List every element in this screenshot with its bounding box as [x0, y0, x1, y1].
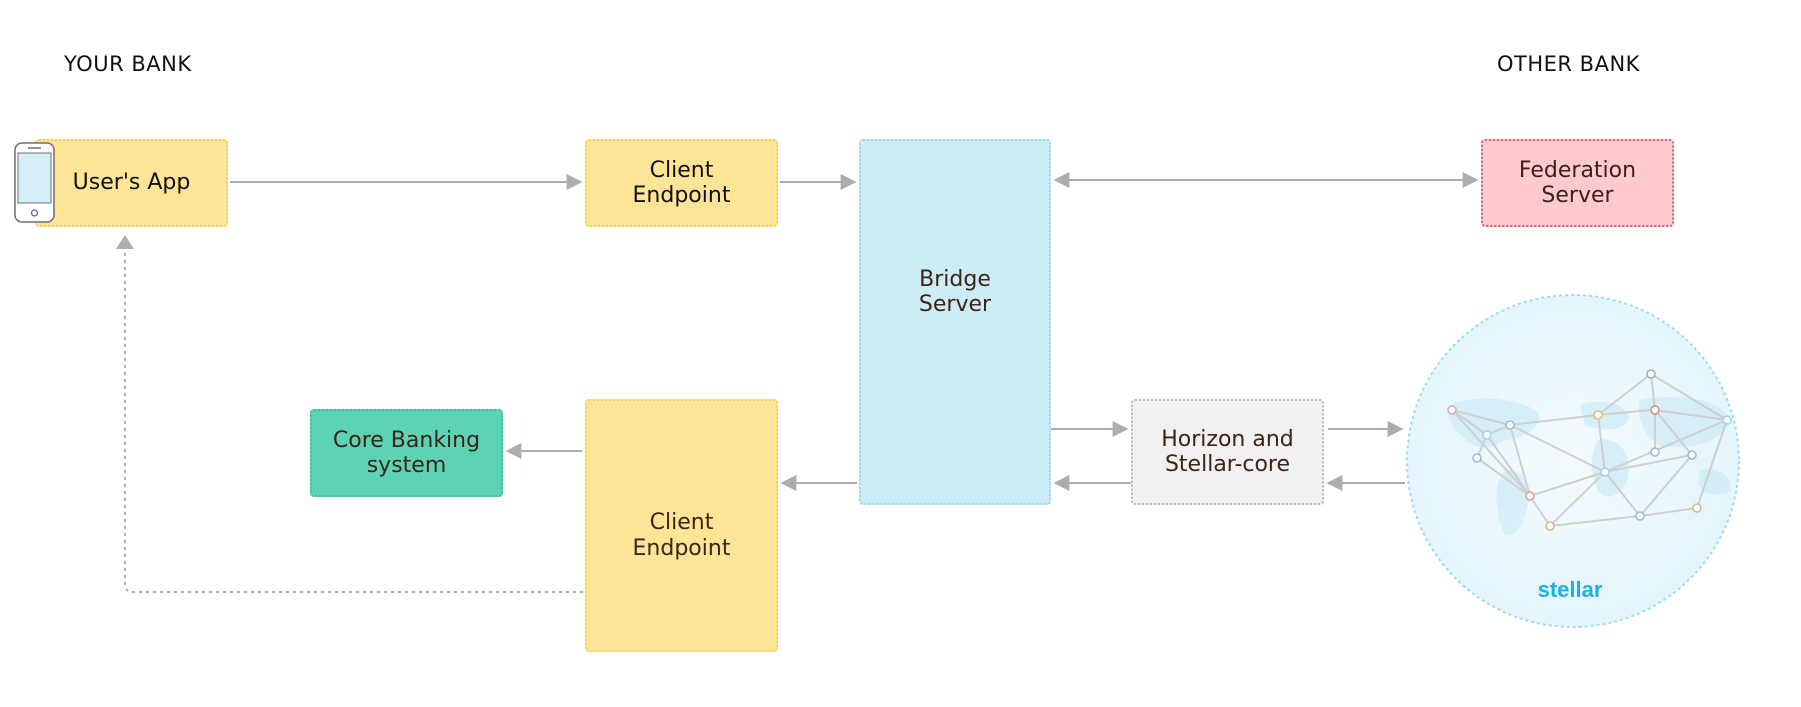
core-banking-box: Core Banking system — [310, 409, 503, 497]
arrow-client-endpoint-to-users-app — [124, 242, 583, 593]
federation-server-box: Federation Server — [1481, 139, 1674, 227]
stellar-label: stellar — [1537, 577, 1603, 602]
phone-icon — [14, 142, 55, 223]
client-endpoint-bottom-box: Client Endpoint — [585, 399, 778, 652]
your-bank-label: YOUR BANK — [64, 52, 192, 76]
users-app-box: User's App — [35, 139, 228, 227]
client-endpoint-top-box: Client Endpoint — [585, 139, 778, 227]
horizon-stellar-core-box: Horizon and Stellar-core — [1131, 399, 1324, 505]
other-bank-label: OTHER BANK — [1497, 52, 1640, 76]
bridge-server-box: Bridge Server — [859, 139, 1051, 505]
